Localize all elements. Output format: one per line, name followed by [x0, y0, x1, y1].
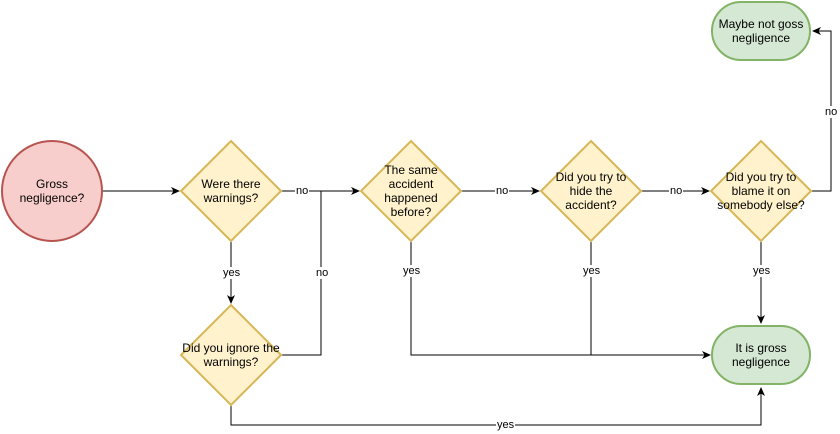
edge-label-same-yes: yes: [402, 265, 422, 277]
start-node-label: Gross negligence?: [19, 177, 85, 205]
decision-ignore-shape: [179, 303, 283, 407]
edge-label-blame-no: no: [824, 106, 839, 118]
decision-same-accident-shape: [359, 139, 463, 243]
end-maybe-not-shape: [711, 1, 811, 61]
edge-same-yes-to-gross: [410, 241, 711, 359]
start-node-shape: [1, 140, 103, 242]
edge-label-same-no: no: [495, 185, 510, 197]
edge-label-blame-yes: yes: [752, 265, 772, 277]
edge-ignore-no-to-same: [282, 191, 322, 356]
decision-warnings-label: Were there warnings?: [201, 177, 261, 205]
end-gross-shape: [711, 325, 811, 385]
decision-hide-shape: [539, 139, 643, 243]
end-gross-label: It is gross negligence: [731, 341, 791, 369]
decision-hide-label: Did you try to hide the accident?: [555, 170, 627, 212]
edge-label-ignore-yes: yes: [496, 419, 516, 431]
decision-blame-shape: [709, 139, 813, 243]
edge-label-warnings-no: no: [295, 185, 310, 197]
decision-warnings-shape: [179, 139, 283, 243]
edge-label-hide-no: no: [669, 185, 684, 197]
decision-same-accident-label: The same accident happened before?: [384, 163, 438, 219]
decision-ignore-label: Did you ignore the warnings?: [182, 341, 280, 369]
end-maybe-not-label: Maybe not goss negligence: [718, 17, 804, 45]
edge-label-ignore-no: no: [315, 267, 330, 279]
edge-label-warnings-yes: yes: [222, 267, 242, 279]
decision-blame-label: Did you try to blame it on somebody else…: [717, 170, 805, 212]
edge-label-hide-yes: yes: [582, 265, 602, 277]
nodes: [1, 1, 813, 407]
